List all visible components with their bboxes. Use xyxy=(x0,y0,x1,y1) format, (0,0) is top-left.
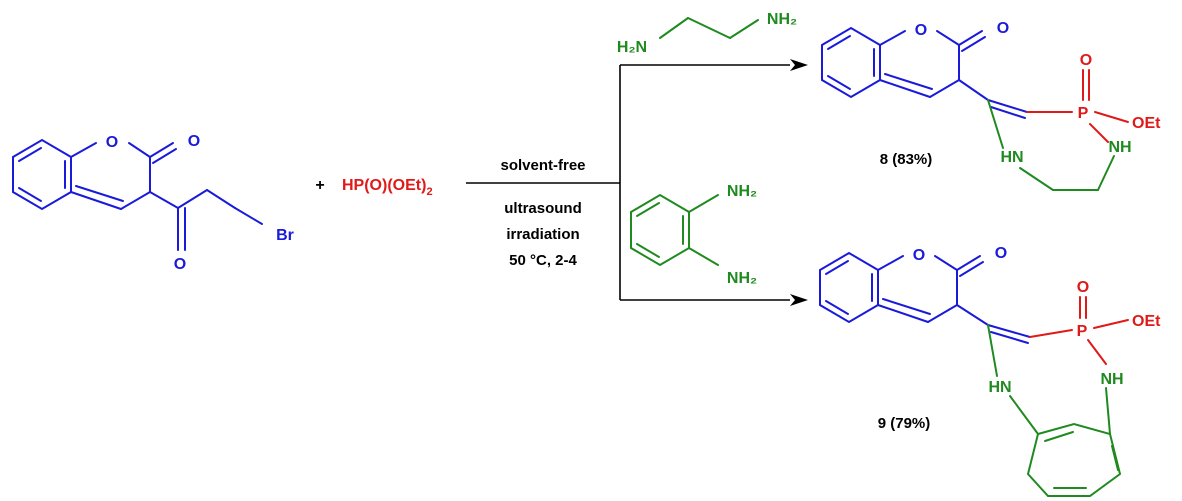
product-9-p-oxo: O xyxy=(1077,279,1089,296)
ethylenediamine-nh2-right: NH₂ xyxy=(767,11,797,28)
condition-ultrasound: ultrasound xyxy=(504,200,582,217)
product-9-label: 9 (79%) xyxy=(878,415,931,432)
arrowhead-bottom xyxy=(790,294,808,306)
condition-temperature: 50 °C, 2-4 xyxy=(509,252,577,269)
ethylenediamine-nh2-left: H₂N xyxy=(617,39,647,56)
product-8-ring-oxygen: O xyxy=(915,22,927,39)
product-8-phosphonate xyxy=(1026,69,1129,143)
product-9-ring-oxygen: O xyxy=(913,247,925,264)
product-9-benzodiazaphosphepine xyxy=(987,324,1122,497)
product-9-nh-right: NH xyxy=(1100,371,1123,388)
reactant-carbonyl-oxygen: O xyxy=(188,133,200,150)
bromoacetyl-coumarin xyxy=(12,138,263,251)
product-8-p-oxo: O xyxy=(1080,52,1092,69)
reagent-phosphite: HP(O)(OEt)2 xyxy=(342,177,433,198)
condition-solvent-free: solvent-free xyxy=(500,157,585,174)
ethylenediamine xyxy=(659,17,759,39)
product-9-nh-left: HN xyxy=(988,379,1011,396)
reagent-main: HP(O)(OEt) xyxy=(342,177,426,194)
reactant-ketone-oxygen: O xyxy=(174,256,186,273)
product-8-nh-left: HN xyxy=(1000,149,1023,166)
o-phenylenediamine xyxy=(630,193,719,267)
product-9-coumarin xyxy=(819,251,1031,344)
reactant-bromine: Br xyxy=(276,227,294,244)
product-8-diazaphosphepine xyxy=(987,99,1115,191)
product-8-ethoxy: OEt xyxy=(1132,115,1161,132)
reactant-ring-oxygen: O xyxy=(106,134,118,151)
product-9-carbonyl-oxygen: O xyxy=(995,245,1007,262)
reaction-arrows xyxy=(466,64,790,301)
product-9-ethoxy: OEt xyxy=(1132,313,1161,330)
product-8-coumarin xyxy=(821,26,1028,119)
product-9-phosphonate xyxy=(1029,296,1129,365)
product-8-phosphorus: P xyxy=(1078,105,1089,122)
phenylenediamine-nh2-bottom: NH₂ xyxy=(727,270,757,287)
product-8-nh-right: NH xyxy=(1108,139,1131,156)
product-8-carbonyl-oxygen: O xyxy=(997,20,1009,37)
arrowhead-top xyxy=(790,59,808,71)
phenylenediamine-nh2-top: NH₂ xyxy=(727,183,757,200)
plus-sign: + xyxy=(315,177,324,194)
condition-irradiation: irradiation xyxy=(506,226,579,243)
reagent-subscript: 2 xyxy=(426,186,432,198)
product-9-phosphorus: P xyxy=(1077,323,1088,340)
product-8-label: 8 (83%) xyxy=(880,151,933,168)
